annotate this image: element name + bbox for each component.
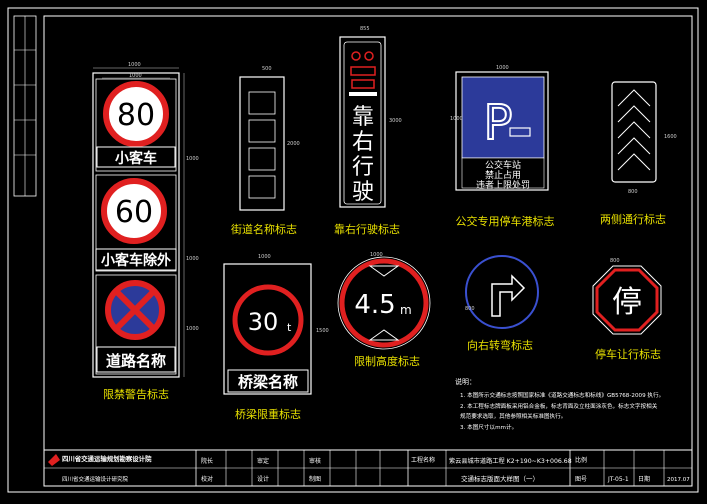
svg-text:3000: 3000	[389, 118, 402, 124]
date-label: 日期	[638, 475, 650, 483]
bus-parking-sign-group: 1000 P 公交车站 禁止占用 违者上限处罚 1000 公交专用停车港标志	[450, 65, 555, 228]
keep-right-char-3: 行	[352, 155, 374, 180]
title-block: 四川省交通运输规划勘察设计院 四川省交通运输设计研究院 院长 审定 审核 校对 …	[43, 449, 693, 487]
bus-line-3: 违者上限处罚	[476, 179, 530, 191]
weight-value: 30	[248, 308, 279, 336]
keep-right-char-1: 靠	[352, 105, 374, 130]
notes-line-2: 2. 本工程标志牌面板采用铝合金板，标志背面及立柱面涂灰色，标志文字按相关	[460, 402, 658, 410]
svg-text:1000: 1000	[496, 65, 509, 71]
stop-sign-group: 停 800 停车让行标志	[592, 258, 662, 361]
speed-caption: 限禁警告标志	[103, 387, 169, 401]
height-limit-circle	[339, 258, 429, 348]
height-value: 4.5	[354, 290, 395, 320]
height-caption: 限制高度标志	[354, 354, 420, 368]
date-value: 2017.07	[667, 477, 690, 483]
svg-text:800: 800	[465, 306, 475, 312]
notes-line-4: 3. 本图尺寸以mm计。	[460, 423, 517, 431]
role-6: 制图	[309, 475, 321, 483]
bus-caption: 公交专用停车港标志	[456, 214, 555, 228]
road-name-label: 道路名称	[106, 352, 166, 370]
svg-text:1000: 1000	[129, 73, 142, 79]
svg-text:855: 855	[360, 26, 370, 32]
turn-right-arrow-icon	[491, 274, 526, 317]
company-logo-icon	[48, 454, 60, 466]
speed-60-label: 小客车除外	[101, 252, 171, 269]
notes-line-1: 1. 本图所示交通标志按照国家标准《道路交通标志和标线》GB5768-2009 …	[460, 391, 664, 399]
stop-octagon	[592, 265, 662, 335]
svg-text:1000: 1000	[370, 252, 383, 258]
speed-60-circle	[101, 178, 167, 244]
arrow-icon	[349, 92, 377, 96]
company-sub: 四川省交通运输设计研究院	[62, 475, 129, 483]
svg-text:1000: 1000	[128, 62, 141, 68]
role-4: 校对	[201, 475, 213, 483]
turn-right-sign-group: 800 向右转弯标志	[465, 255, 539, 352]
weight-caption: 桥梁限重标志	[235, 407, 301, 421]
chevron-sign-group: 1600 800 两侧通行标志	[600, 81, 677, 226]
svg-text:1000: 1000	[258, 254, 271, 260]
speed-80-label: 小客车	[115, 150, 157, 167]
turn-caption: 向右转弯标志	[467, 338, 533, 352]
keep-right-sign-group: 855 靠 右 行 驶 3000 靠右行驶标志	[334, 26, 402, 236]
svg-text:1500: 1500	[316, 328, 329, 334]
drawing-title: 交通标志版面大样图（一）	[461, 474, 539, 483]
bus-icon-small	[509, 127, 531, 137]
outer-frame	[7, 7, 699, 493]
project-label: 工程名称	[411, 456, 435, 464]
height-unit: m	[400, 303, 412, 317]
svg-text:500: 500	[262, 66, 272, 72]
scale-label: 比例	[575, 456, 587, 464]
svg-text:2000: 2000	[287, 141, 300, 147]
notes-line-3: 规范要求选取，其他参照相关标准图执行。	[460, 412, 566, 420]
street-name-sign-group: 500 2000 街道名称标志	[231, 66, 300, 236]
bus-line-1: 公交车站	[485, 159, 521, 171]
parking-letter: P	[484, 95, 513, 151]
keep-right-caption: 靠右行驶标志	[334, 222, 400, 236]
notes-block: 说明： 1. 本图所示交通标志按照国家标准《道路交通标志和标线》GB5768-2…	[455, 377, 664, 431]
role-5: 设计	[257, 475, 269, 483]
weight-unit: t	[287, 321, 292, 334]
role-2: 审定	[257, 457, 269, 465]
drawing-no: JT-05-1	[607, 476, 629, 483]
company-name: 四川省交通运输规划勘察设计院	[62, 454, 152, 463]
stop-text: 停	[612, 285, 642, 320]
car-icon	[351, 79, 375, 89]
speed-60-value: 60	[115, 195, 153, 230]
drawing-no-label: 图号	[575, 476, 587, 483]
weight-limit-sign-group: 1000 30 t 桥梁名称 1500 桥梁限重标志	[223, 254, 329, 421]
stop-caption: 停车让行标志	[595, 347, 661, 361]
svg-text:1000: 1000	[450, 116, 463, 122]
speed-80-value: 80	[117, 98, 155, 133]
role-1: 院长	[201, 457, 213, 465]
svg-text:1000: 1000	[186, 326, 199, 332]
speed-limit-sign-group: 1000 1000 80 小客车 60 小客车除外 道路名称 1000 1000…	[92, 62, 199, 401]
notes-title: 说明：	[455, 377, 476, 386]
bus-line-2: 禁止占用	[485, 169, 521, 181]
height-limit-sign-group: 1000 4.5 m 限制高度标志	[337, 252, 431, 368]
project-name: 紫云县城市道路工程 K2+190~K3+006.68	[449, 457, 572, 465]
keep-right-char-2: 右	[352, 130, 374, 155]
speed-80-circle	[103, 81, 169, 147]
chevron-caption: 两侧通行标志	[600, 212, 666, 226]
keep-right-char-4: 驶	[352, 180, 374, 205]
role-3: 审核	[309, 457, 321, 465]
svg-text:1000: 1000	[186, 156, 199, 162]
street-caption: 街道名称标志	[231, 222, 297, 236]
motorcycle-icon	[351, 51, 361, 61]
svg-text:1600: 1600	[664, 134, 677, 140]
weight-limit-circle	[232, 284, 304, 356]
bridge-name-label: 桥梁名称	[238, 373, 298, 391]
svg-text:800: 800	[610, 258, 620, 264]
svg-text:800: 800	[628, 189, 638, 195]
bus-icon	[350, 66, 376, 76]
svg-text:1000: 1000	[186, 256, 199, 262]
